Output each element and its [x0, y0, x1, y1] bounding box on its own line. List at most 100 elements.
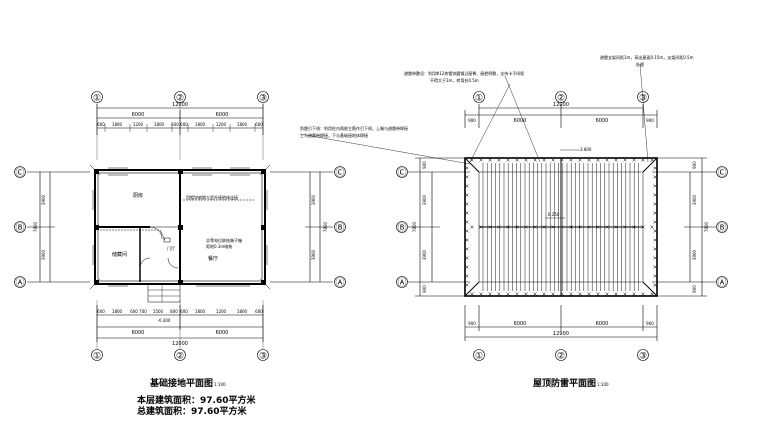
strip-support-mark: [653, 274, 657, 278]
note-height: 距地0.3m暗装: [206, 243, 232, 249]
dim-left-r1: 900: [422, 161, 427, 169]
strip-support-mark: [623, 225, 627, 229]
axis-bubble-3-bottom-r: [637, 349, 649, 361]
room-kitchen: 厨房: [133, 192, 143, 199]
axis-label-3: ③: [259, 94, 267, 104]
strip-support-mark: [653, 265, 657, 269]
axis-label-2: ②: [176, 94, 184, 104]
strip-support-mark: [465, 247, 469, 251]
dim-left-r2: 3900: [422, 194, 427, 205]
axis-bubble-a-left: [14, 276, 26, 288]
strip-support-mark: [479, 158, 483, 162]
dim-right-r4: 3900: [692, 249, 697, 260]
note-downlead-2: 上与避雷带焊接，下与基础接地体焊接: [300, 132, 368, 138]
svg-text:600: 600: [97, 122, 105, 127]
strip-support-mark: [542, 225, 546, 229]
dim-top-r2: 6000: [514, 118, 527, 124]
door-label: 门厅: [167, 245, 175, 251]
strip-support-mark: [506, 158, 510, 162]
strip-support-mark: [560, 292, 564, 296]
dim-bottom-half-1: 6000: [132, 330, 145, 336]
room-hall: 餐厅: [208, 255, 218, 262]
axis-label-c-rr: Ⓒ: [717, 168, 726, 179]
strip-support-mark: [614, 292, 618, 296]
dim-bottom-total: 12000: [172, 341, 188, 347]
strip-support-mark: [515, 292, 519, 296]
strip-support-mark: [506, 292, 510, 296]
strip-support-mark: [653, 211, 657, 215]
strip-support-mark: [596, 158, 600, 162]
strip-support-mark: [497, 292, 501, 296]
axis-bubble-2-top: [174, 91, 186, 103]
svg-text:700: 700: [139, 309, 147, 314]
note-box: 总等电位联结端子箱: [206, 237, 242, 243]
axis-label-b: Ⓑ: [15, 223, 24, 234]
strip-support-mark: [542, 158, 546, 162]
dim-side-1: 3900: [41, 194, 46, 205]
strip-support-mark: [614, 158, 618, 162]
axis-label-2-rb: ②: [557, 352, 565, 362]
strip-support-mark: [596, 292, 600, 296]
dim-left-r5: 900: [422, 285, 427, 293]
area-floor: 本层建筑面积：97.60平方米: [137, 394, 256, 406]
strip-support-mark: [650, 158, 654, 162]
strip-support-mark: [524, 225, 528, 229]
axis-label-a: Ⓐ: [15, 278, 24, 289]
equipotential-box: [163, 237, 171, 243]
dim-side-3: 3900: [41, 249, 46, 260]
svg-text:600: 600: [180, 122, 188, 127]
strip-support-mark: [650, 225, 654, 229]
axis-bubble-3-top: [257, 91, 269, 103]
strip-support-mark: [533, 225, 537, 229]
axis-bubble-2-bottom: [174, 349, 186, 361]
strip-support-mark: [497, 225, 501, 229]
strip-support-mark: [653, 166, 657, 170]
svg-text:800: 800: [170, 309, 178, 314]
strip-support-mark: [465, 283, 469, 287]
svg-text:600: 600: [171, 122, 179, 127]
axis-label-1-r: ①: [475, 94, 483, 104]
strip-support-mark: [515, 158, 519, 162]
dim-top-r4: 900: [646, 118, 654, 123]
axis-bubble-a-right-r: [716, 276, 728, 288]
strip-support-mark: [641, 292, 645, 296]
axis-bubble-c-left-r: [396, 166, 408, 178]
right-scale: 1:100: [597, 382, 609, 387]
note-strip-2: 不得大于1m，转弯处0.5m: [430, 77, 479, 83]
axis-label-1: ①: [93, 94, 101, 104]
axis-label-2-r: ②: [557, 94, 565, 104]
room-storage: 储藏间: [112, 251, 127, 258]
strip-support-mark: [470, 158, 474, 162]
strip-support-mark: [605, 292, 609, 296]
strip-support-mark: [605, 158, 609, 162]
strip-support-mark: [488, 158, 492, 162]
strip-support-mark: [551, 158, 555, 162]
strip-support-mark: [596, 225, 600, 229]
left-title: 基础接地平面图: [149, 377, 213, 389]
svg-text:1800: 1800: [195, 309, 206, 314]
strip-support-mark: [632, 158, 636, 162]
strip-support-mark: [587, 292, 591, 296]
strip-support-mark: [465, 229, 469, 233]
axis-label-1-b: ①: [93, 352, 101, 362]
elevation-1: 3.800: [580, 147, 592, 152]
dim-bottom-r3: 6000: [596, 321, 609, 327]
note-support-2: 处理: [636, 61, 644, 67]
strip-support-mark: [653, 229, 657, 233]
strip-support-mark: [524, 292, 528, 296]
strip-support-mark: [632, 225, 636, 229]
strip-support-mark: [560, 158, 564, 162]
dim-bottom-half-2: 6000: [216, 330, 229, 336]
strip-support-mark: [560, 225, 564, 229]
strip-support-mark: [653, 247, 657, 251]
dim-side-r2: 7800: [323, 221, 328, 232]
left-scale: 1:100: [214, 382, 226, 387]
strip-support-mark: [470, 292, 474, 296]
axis-label-3-rb: ③: [639, 352, 647, 362]
axis-bubble-a-left-r: [396, 276, 408, 288]
strip-support-mark: [479, 225, 483, 229]
dim-side-2: 7800: [33, 221, 38, 232]
svg-text:1800: 1800: [154, 122, 165, 127]
axis-label-1-rb: ①: [475, 352, 483, 362]
strip-support-mark: [465, 220, 469, 224]
